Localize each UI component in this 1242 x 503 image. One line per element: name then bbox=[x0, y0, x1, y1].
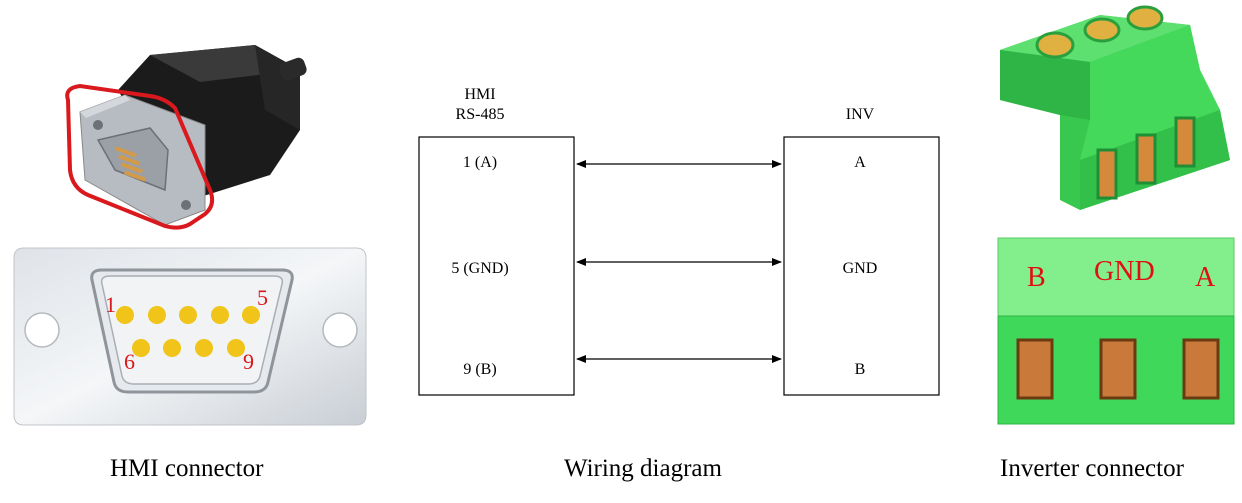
db9-pin-top-5 bbox=[242, 306, 260, 324]
inverter-connector-caption: Inverter connector bbox=[1000, 455, 1184, 482]
hmi-pin-5: 5 (GND) bbox=[451, 260, 509, 277]
hmi-header-line1: HMI bbox=[464, 86, 496, 103]
terminal-label-b: B bbox=[1027, 262, 1046, 293]
inv-pin-a: A bbox=[854, 154, 866, 171]
terminal-label-a: A bbox=[1195, 262, 1216, 293]
db9-plug-3d-image bbox=[65, 45, 307, 230]
db9-pin-bottom-7 bbox=[163, 339, 181, 357]
wiring-diagram-caption: Wiring diagram bbox=[564, 455, 722, 482]
hmi-box bbox=[418, 136, 575, 396]
pin-label-9: 9 bbox=[243, 349, 254, 374]
db9-pin-layer bbox=[116, 306, 260, 357]
db9-front-view-image bbox=[13, 247, 367, 426]
inv-pin-gnd: GND bbox=[842, 260, 878, 277]
db9-pin-bottom-8 bbox=[195, 339, 213, 357]
inv-box bbox=[783, 136, 940, 396]
db9-pin-top-3 bbox=[179, 306, 197, 324]
pin-label-1: 1 bbox=[105, 292, 116, 317]
highlight-outline bbox=[65, 83, 215, 230]
db9-pin-top-4 bbox=[211, 306, 229, 324]
hmi-connector-caption: HMI connector bbox=[110, 455, 264, 482]
db9-pin-top-2 bbox=[148, 306, 166, 324]
pin-label-5: 5 bbox=[257, 285, 268, 310]
db9-pin-bottom-6 bbox=[132, 339, 150, 357]
inv-header: INV bbox=[845, 106, 875, 123]
inv-pin-b: B bbox=[854, 361, 866, 378]
hmi-header-line2: RS-485 bbox=[455, 106, 505, 123]
terminal-block-front-image bbox=[997, 237, 1235, 425]
pin-label-6: 6 bbox=[124, 349, 135, 374]
terminal-label-gnd: GND bbox=[1094, 256, 1155, 287]
db9-pin-top-1 bbox=[116, 306, 134, 324]
hmi-connector-illustration bbox=[13, 45, 367, 426]
terminal-block-illustration bbox=[997, 5, 1235, 425]
hmi-pin-9: 9 (B) bbox=[463, 361, 497, 378]
db9-pin-bottom-9 bbox=[227, 339, 245, 357]
hmi-pin-1: 1 (A) bbox=[462, 154, 498, 171]
terminal-block-3d-image bbox=[1000, 5, 1230, 210]
